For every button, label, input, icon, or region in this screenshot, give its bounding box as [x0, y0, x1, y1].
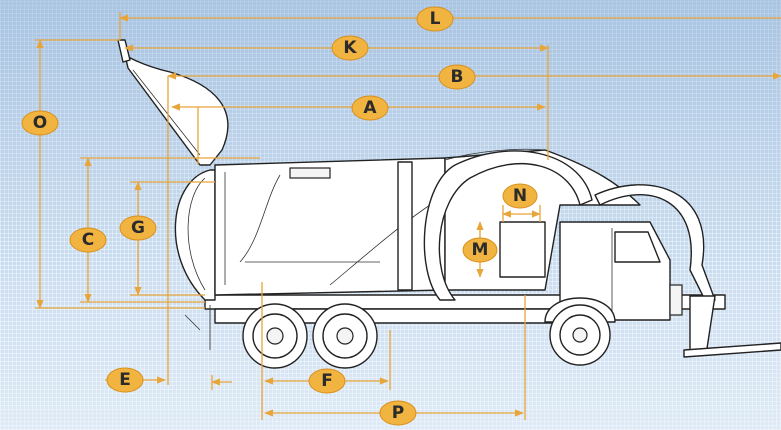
control-box	[499, 221, 546, 278]
rear-wheel-1	[242, 303, 308, 369]
svg-text:L: L	[430, 9, 441, 29]
label-B: B	[438, 64, 476, 90]
svg-text:K: K	[343, 38, 357, 58]
svg-text:M: M	[472, 240, 489, 260]
svg-text:N: N	[513, 186, 527, 206]
svg-text:O: O	[33, 113, 47, 133]
loader-arm	[423, 150, 593, 301]
label-F: F	[308, 368, 346, 394]
svg-text:F: F	[321, 371, 333, 391]
rear-wheel-2	[312, 303, 378, 369]
label-L: L	[416, 6, 454, 32]
fork-arm	[594, 184, 716, 301]
svg-text:P: P	[392, 403, 404, 423]
cab-window	[614, 231, 661, 263]
garbage-truck-illustration	[117, 39, 781, 369]
label-K: K	[331, 35, 369, 61]
forks	[683, 342, 781, 358]
label-A: A	[351, 95, 389, 121]
label-M: M	[462, 237, 498, 263]
top-canopy	[124, 54, 229, 166]
label-G: G	[119, 215, 157, 241]
label-N: N	[502, 183, 538, 209]
label-O: O	[21, 110, 59, 136]
svg-text:C: C	[82, 230, 94, 250]
label-P: P	[379, 400, 417, 426]
svg-text:G: G	[131, 218, 145, 238]
label-C: C	[69, 227, 107, 253]
label-E: E	[106, 367, 144, 393]
tailgate	[174, 169, 216, 301]
svg-text:B: B	[451, 67, 464, 87]
svg-text:A: A	[363, 98, 377, 118]
front-wheel	[544, 297, 616, 366]
svg-text:E: E	[119, 370, 131, 390]
